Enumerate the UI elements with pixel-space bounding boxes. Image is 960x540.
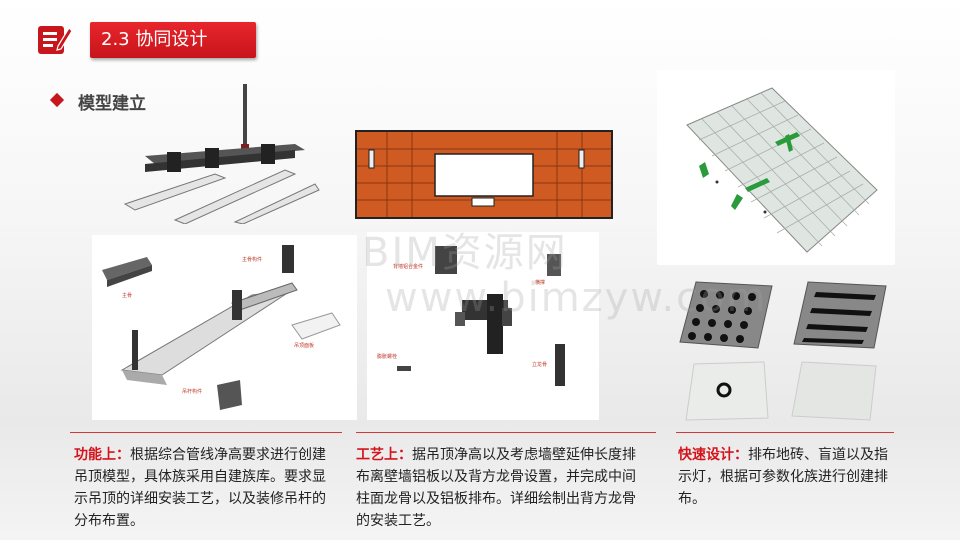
function-lead: 功能上： — [74, 447, 130, 463]
function-body: 根据综合管线净高要求进行创建吊顶模型，具体族采用自建族库。要求显示吊顶的详细安装… — [74, 447, 326, 529]
column-divider — [70, 432, 342, 433]
edit-document-icon — [38, 26, 72, 54]
process-description: 工艺上：据吊顶净高以及考虑墙壁延伸长度排布离壁墙铝板以及背方龙骨设置，并完成中间… — [356, 444, 648, 532]
callout-label: 主骨 — [122, 292, 132, 299]
quick-design-lead: 快速设计： — [678, 447, 748, 463]
plain-floor-tile-image — [791, 361, 877, 421]
watermark-url: www.bimzyw.com — [385, 275, 768, 321]
watermark-text: BIM资源网 — [362, 230, 568, 276]
callout-label: 立龙骨 — [532, 361, 547, 368]
tactile-strip-tile-image — [793, 281, 887, 349]
callout-label: 背墙铝合金件 — [393, 263, 423, 270]
indicator-light-tile-image — [685, 361, 769, 421]
section-title-bar: 2.3 协同设计 — [90, 22, 256, 58]
wall-bracket-exploded-image: 背墙铝合金件 横撑 膨胀螺栓 立龙骨 — [367, 232, 599, 420]
column-divider — [676, 432, 894, 433]
quick-design-body: 排布地砖、盲道以及指示灯，根据可参数化族进行创建排布。 — [678, 447, 888, 507]
page-title: 2.3 协同设计 — [101, 29, 208, 50]
process-body: 据吊顶净高以及考虑墙壁延伸长度排布离壁墙铝板以及背方龙骨设置，并完成中间柱面龙骨… — [356, 447, 636, 529]
floor-tile-layout-image — [657, 70, 895, 265]
ceiling-hanger-model-image — [123, 84, 320, 224]
ceiling-exploded-image: 主骨构件 主骨 吊顶面板 吊杆构件 — [92, 235, 357, 420]
quick-design-description: 快速设计：排布地砖、盲道以及指示灯，根据可参数化族进行创建排布。 — [678, 444, 892, 510]
callout-label: 膨胀螺栓 — [377, 353, 397, 360]
process-lead: 工艺上： — [356, 447, 412, 463]
wall-panel-elevation-image — [355, 130, 613, 219]
callout-label: 吊杆构件 — [182, 388, 202, 395]
sub-heading: 模型建立 — [78, 94, 146, 114]
tactile-dot-tile-image — [679, 281, 773, 349]
column-divider — [356, 432, 656, 433]
callout-label: 主骨构件 — [242, 256, 262, 263]
function-description: 功能上：根据综合管线净高要求进行创建吊顶模型，具体族采用自建族库。要求显示吊顶的… — [74, 444, 339, 532]
callout-label: 吊顶面板 — [294, 342, 314, 349]
callout-label: 横撑 — [535, 279, 545, 286]
